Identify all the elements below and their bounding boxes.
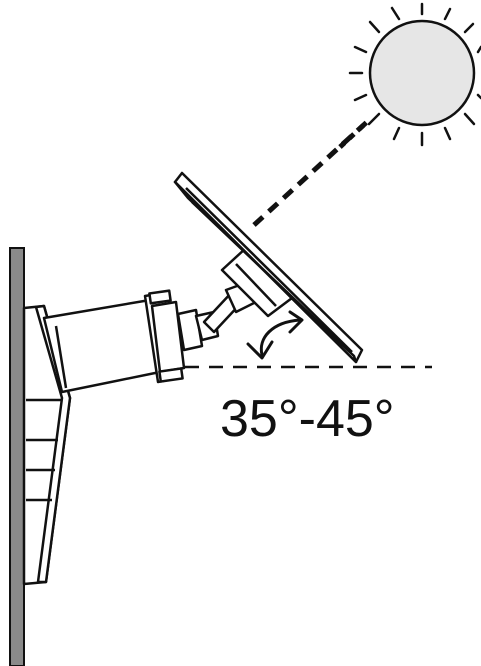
sun-ray-line-end (338, 119, 370, 149)
wall (9, 247, 25, 666)
sun-ray-line (252, 119, 370, 227)
curved-double-arrow-icon (246, 310, 304, 360)
mount-arm-housing (42, 298, 162, 394)
sun-icon (348, 2, 481, 147)
solar-panel (173, 171, 364, 364)
mount-collar (143, 289, 186, 384)
tilt-angle-label: 35°-45° (220, 390, 395, 448)
